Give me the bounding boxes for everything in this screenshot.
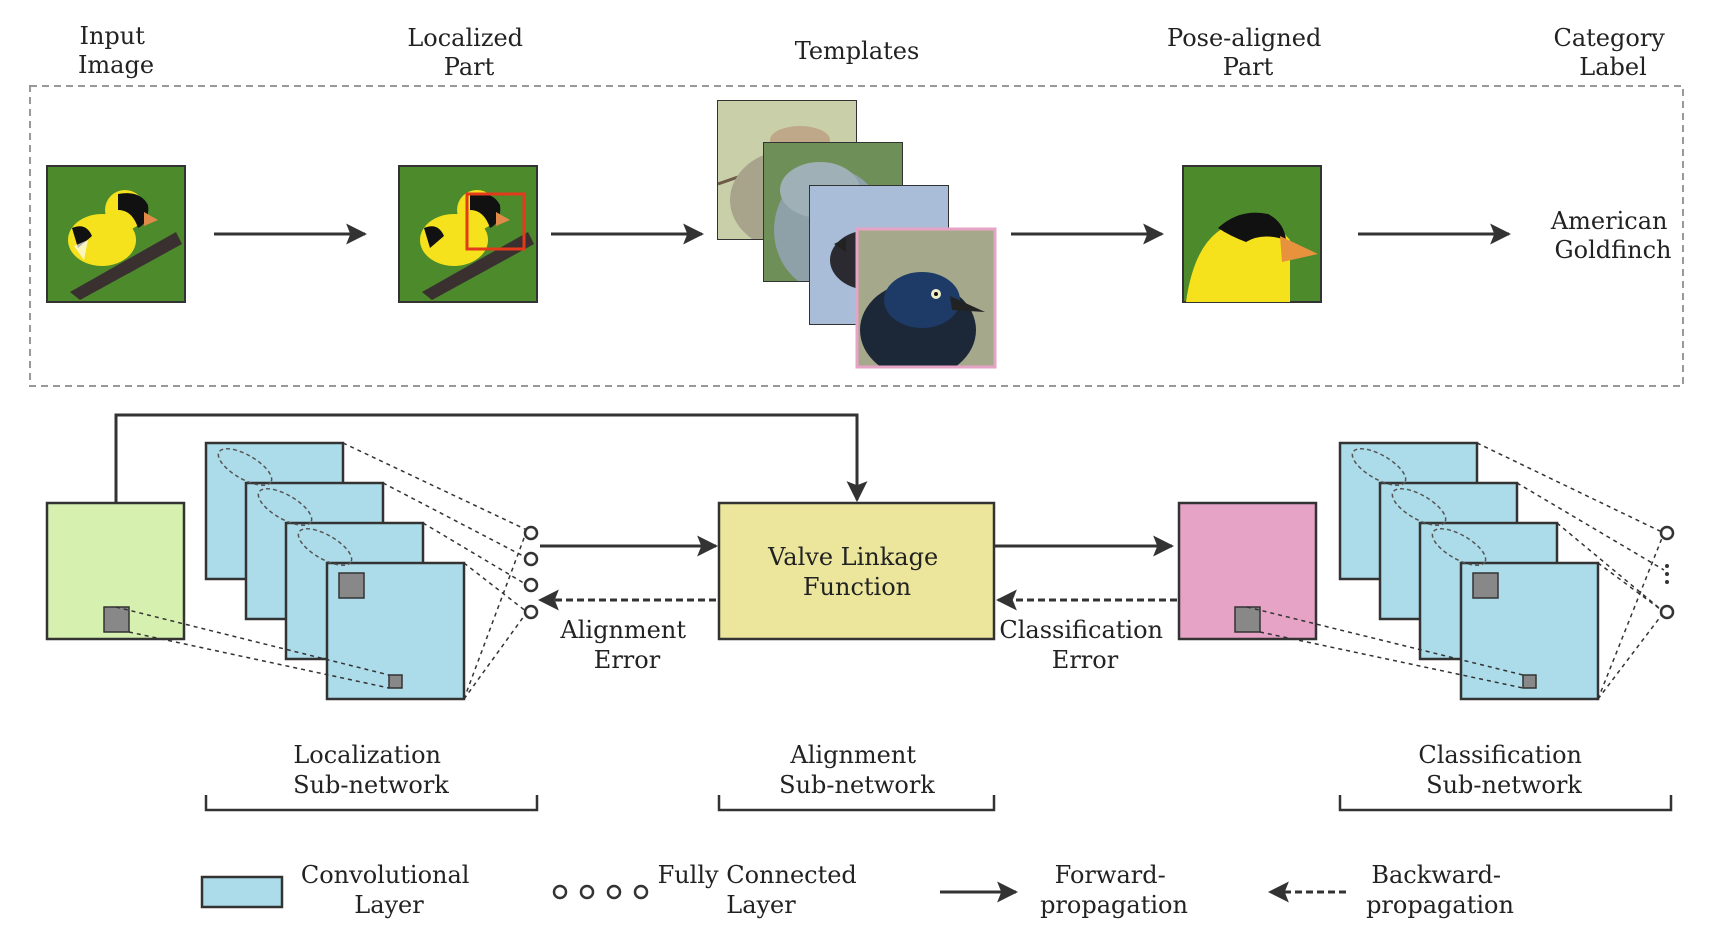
legend-fc-swatch <box>552 884 649 900</box>
alignment-bracket <box>717 795 996 812</box>
legend-backward-label: Backward- propagation <box>1366 861 1514 919</box>
arrow-input-to-valve <box>114 413 868 503</box>
category-label-label: Category Label <box>1553 24 1672 81</box>
templates-label: Templates <box>795 37 920 65</box>
alignment-error-label: Alignment Error <box>559 616 693 674</box>
pipeline-frame <box>29 85 1684 387</box>
legend-conv-swatch <box>200 875 284 909</box>
classification-conv-stack <box>1246 441 1665 701</box>
valve-linkage-box <box>717 501 996 641</box>
localization-conv-stack <box>115 441 528 701</box>
classification-fc-layer <box>1659 525 1675 620</box>
input-image-label: Input Image <box>78 22 154 79</box>
legend-fc-label: Fully Connected Layer <box>658 861 865 919</box>
localization-box <box>465 192 526 251</box>
valve-linkage-label: Valve Linkage Function <box>767 543 946 601</box>
predicted-class-text: American Goldfinch <box>1550 207 1675 264</box>
localization-subnetwork-label: Localization Sub-network <box>293 741 449 799</box>
classification-subnetwork-label: Classification Sub-network <box>1418 741 1589 799</box>
localization-fc-layer <box>523 525 539 620</box>
classification-error-label: Classification Error <box>999 616 1170 674</box>
input-bird-image <box>46 165 186 303</box>
legend-forward-label: Forward- propagation <box>1040 861 1188 919</box>
legend-conv-label: Convolutional Layer <box>301 861 477 919</box>
classification-bracket <box>1338 795 1673 812</box>
localization-bracket <box>204 795 539 812</box>
aligned-receptive-field <box>1234 606 1261 633</box>
template-image-4 <box>855 227 997 369</box>
pose-aligned-part-label: Pose-aligned Part <box>1167 24 1329 81</box>
pose-aligned-image <box>1182 165 1322 303</box>
localized-part-label: Localized Part <box>407 24 530 81</box>
input-receptive-field <box>103 606 130 633</box>
localized-part-image <box>398 165 538 303</box>
template-stack <box>717 100 997 369</box>
alignment-subnetwork-label: Alignment Sub-network <box>779 741 935 799</box>
